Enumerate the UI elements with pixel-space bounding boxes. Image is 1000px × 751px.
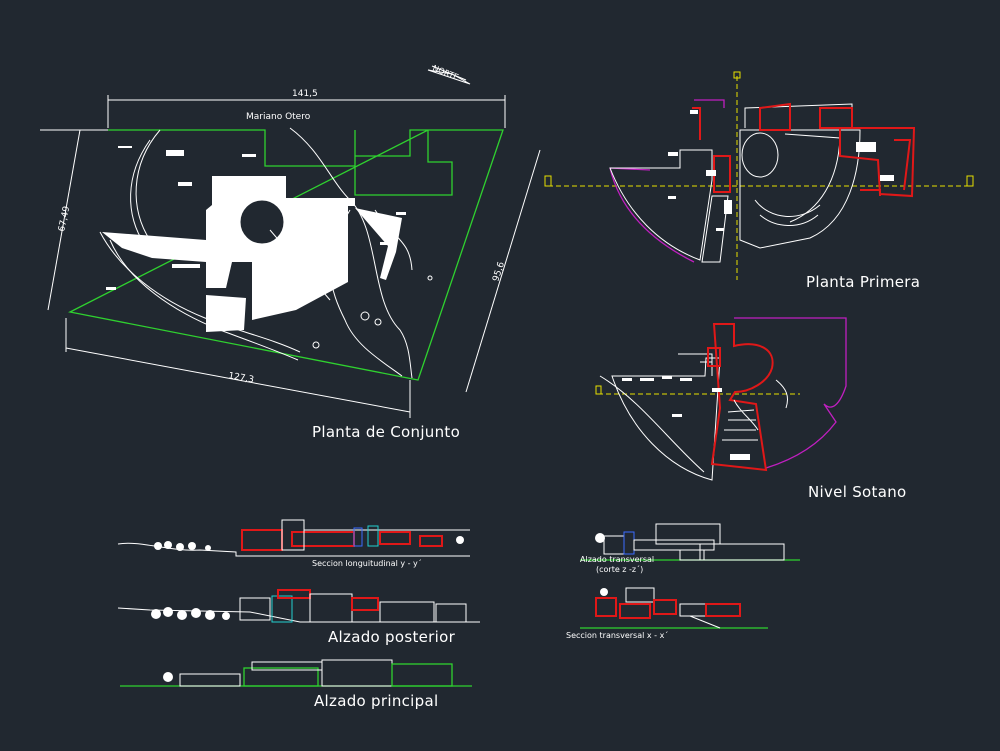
rear-elevation: Alzado posterior <box>117 589 480 646</box>
basement-plan: Nivel Sotano <box>595 317 907 501</box>
transverse-elevation-label-2: (corte z -z´) <box>596 564 643 574</box>
basement-title: Nivel Sotano <box>808 483 907 501</box>
main-elevation: Alzado principal <box>120 659 472 710</box>
main-elevation-title: Alzado principal <box>314 692 438 710</box>
site-dimensions <box>40 95 541 418</box>
dim-right-label: 95,6 <box>491 261 507 283</box>
first-floor-title: Planta Primera <box>806 273 920 291</box>
walls-basement <box>710 323 774 472</box>
transverse-elevation: Alzado transversal (corte z -z´) <box>580 523 800 574</box>
basement-details <box>622 376 750 460</box>
site-plan-title: Planta de Conjunto <box>312 423 460 441</box>
tree-icon <box>163 672 173 682</box>
transverse-elevation-label-1: Alzado transversal <box>580 555 654 564</box>
transverse-section-label: Seccion transversal x - x´ <box>566 630 668 640</box>
tree-icon <box>595 533 605 543</box>
north-arrow-icon <box>427 65 471 85</box>
first-floor-plan: Planta Primera <box>544 71 974 291</box>
arc-first <box>609 167 695 263</box>
dim-left-label: 67,49 <box>57 205 72 233</box>
dim-bottom-label: 127,3 <box>227 371 254 385</box>
rear-elevation-title: Alzado posterior <box>328 628 456 646</box>
transverse-section: Seccion transversal x - x´ <box>566 587 768 640</box>
long-section: Seccion longuitudinal y - y´ <box>117 519 470 568</box>
site-annotations <box>106 146 433 349</box>
first-floor-details <box>668 110 894 231</box>
arc-basement <box>734 317 847 469</box>
site-building <box>102 176 402 332</box>
tree-icon <box>600 588 608 596</box>
street-label: Mariano Otero <box>246 112 311 122</box>
site-plan: 141,5 Mariano Otero 67,49 95,6 127,3 NOR… <box>40 64 541 441</box>
walls-first <box>692 102 916 198</box>
north-label: NORTE <box>431 64 460 83</box>
dim-top-label: 141,5 <box>292 89 318 99</box>
long-section-label: Seccion longuitudinal y - y´ <box>312 558 422 568</box>
tree-icon <box>151 607 230 620</box>
tree-icon <box>154 536 464 551</box>
